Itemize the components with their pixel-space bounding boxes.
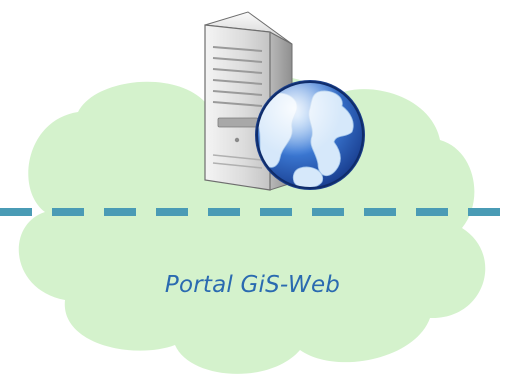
portal-label: Portal GiS-Web	[164, 272, 341, 298]
cloud-shape	[18, 75, 486, 374]
globe-icon	[255, 80, 365, 190]
